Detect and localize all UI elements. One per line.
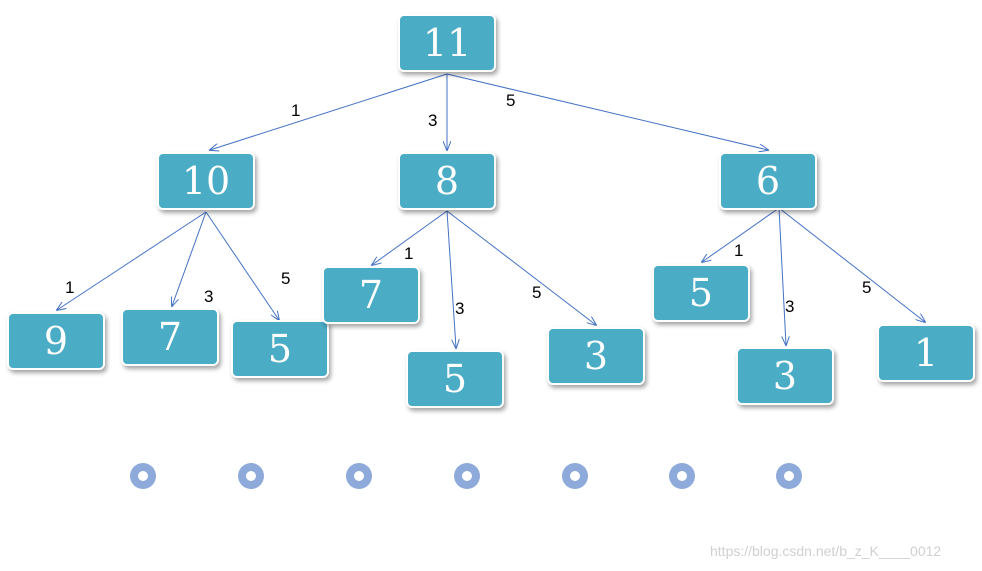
node-left-child-2: 7 bbox=[121, 308, 219, 366]
edge-8-5 bbox=[446, 210, 456, 348]
edge-root-6 bbox=[446, 73, 768, 150]
node-level1-mid: 8 bbox=[398, 152, 496, 210]
ring-dot bbox=[238, 463, 264, 489]
edge-10-7 bbox=[172, 211, 207, 306]
weight-mid-1: 1 bbox=[404, 244, 414, 263]
edge-6-1 bbox=[778, 207, 925, 322]
edge-8-3 bbox=[446, 210, 596, 325]
node-left-child-3: 5 bbox=[231, 320, 329, 378]
weight-left-3: 5 bbox=[281, 269, 291, 288]
node-mid-child-1: 7 bbox=[322, 266, 420, 324]
edge-10-5 bbox=[205, 211, 279, 320]
edge-8-7 bbox=[372, 210, 448, 265]
node-level1-right: 6 bbox=[719, 152, 817, 210]
weight-right-2: 3 bbox=[785, 297, 795, 316]
weight-root-right: 5 bbox=[506, 91, 516, 110]
node-right-child-3: 1 bbox=[877, 324, 975, 382]
weight-right-3: 5 bbox=[862, 278, 872, 297]
edge-6-3 bbox=[778, 207, 786, 345]
node-right-child-1: 5 bbox=[652, 264, 750, 322]
edge-6-5 bbox=[702, 207, 780, 262]
weight-left-2: 3 bbox=[204, 287, 214, 306]
node-right-child-2: 3 bbox=[736, 347, 834, 405]
node-left-child-1: 9 bbox=[7, 312, 105, 370]
weight-right-1: 1 bbox=[734, 241, 744, 260]
weight-mid-2: 3 bbox=[455, 299, 465, 318]
node-mid-child-3: 3 bbox=[547, 327, 645, 385]
weight-root-mid: 3 bbox=[428, 111, 438, 130]
edge-root-10 bbox=[210, 73, 448, 150]
ring-dot bbox=[454, 463, 480, 489]
ring-dot bbox=[346, 463, 372, 489]
ring-dot bbox=[130, 463, 156, 489]
edge-10-9 bbox=[57, 211, 207, 310]
node-level1-left: 10 bbox=[157, 152, 255, 210]
weight-left-1: 1 bbox=[65, 278, 75, 297]
ring-dot bbox=[776, 463, 802, 489]
ring-dot bbox=[669, 463, 695, 489]
node-mid-child-2: 5 bbox=[406, 350, 504, 408]
watermark-text: https://blog.csdn.net/b_z_K____0012 bbox=[710, 543, 942, 559]
node-root: 11 bbox=[398, 14, 496, 72]
weight-mid-3: 5 bbox=[532, 283, 542, 302]
weight-root-left: 1 bbox=[291, 101, 301, 120]
ring-dot bbox=[562, 463, 588, 489]
